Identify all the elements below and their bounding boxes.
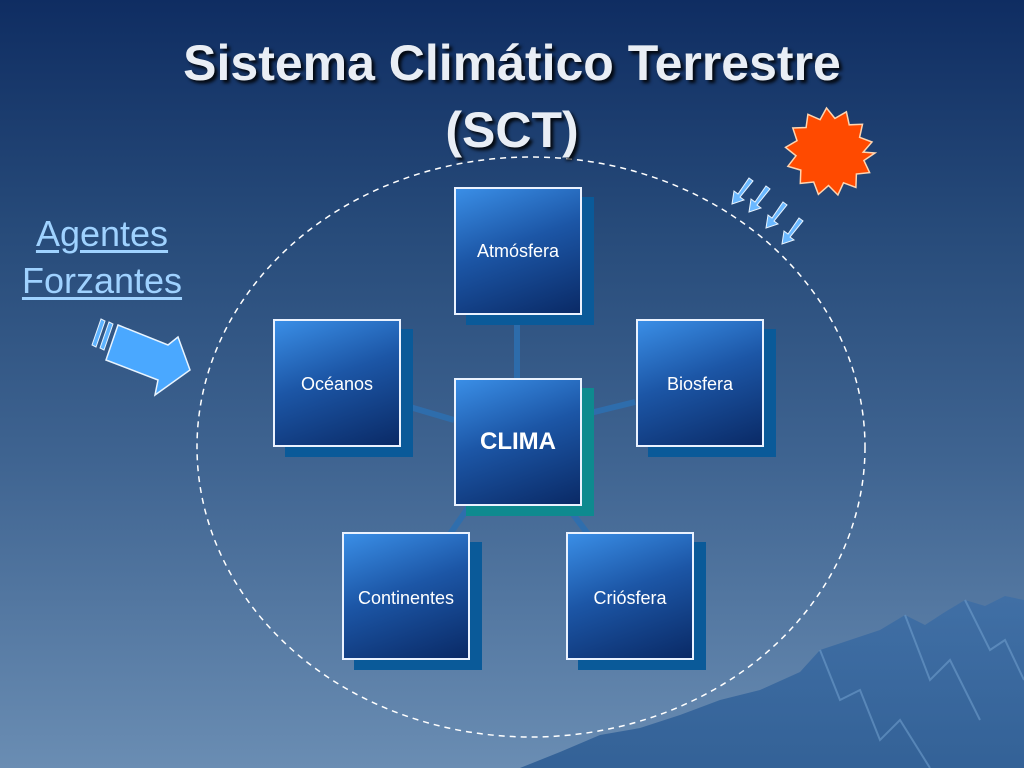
page-title-line-2: (SCT) [445, 102, 579, 158]
node-biosfera-label: Biosfera [666, 374, 734, 394]
forcing-arrow [91, 318, 191, 397]
node-continentes-label: Continentes [357, 588, 455, 608]
mountain-ridge [819, 599, 1024, 768]
forcing-arrow-stripe-1 [91, 318, 106, 348]
node-oceanos-box: Océanos [273, 319, 401, 447]
node-atmosfera-label: Atmósfera [476, 241, 560, 261]
node-oceanos[interactable]: Océanos [273, 319, 413, 457]
forcing-arrow-icon [105, 324, 191, 397]
forcing-arrow-stripe-2 [99, 321, 114, 351]
node-clima-box: CLIMA [454, 378, 582, 506]
node-criosfera[interactable]: Criósfera [566, 532, 706, 670]
ray-arrow-2 [748, 185, 771, 213]
node-continentes-box: Continentes [342, 532, 470, 660]
agentes-forzantes-link-line-1[interactable]: Agentes [35, 213, 169, 254]
solar-rays [731, 177, 804, 245]
page-title-line-1: Sistema Climático Terrestre [183, 35, 841, 91]
node-biosfera-box: Biosfera [636, 319, 764, 447]
node-clima-label: CLIMA [480, 428, 556, 455]
sun-icon [784, 106, 878, 197]
system-boundary [196, 156, 866, 738]
node-criosfera-box: Criósfera [566, 532, 694, 660]
mountain-background [520, 596, 1024, 768]
node-continentes[interactable]: Continentes [342, 532, 482, 670]
node-oceanos-label: Océanos [300, 374, 374, 394]
node-atmosfera-box: Atmósfera [454, 187, 582, 315]
ray-arrow-3 [765, 201, 788, 229]
agentes-forzantes-link-line-2[interactable]: Forzantes [21, 260, 183, 301]
node-clima[interactable]: CLIMA [454, 378, 594, 516]
ray-arrow-1 [731, 177, 754, 205]
node-atmosfera[interactable]: Atmósfera [454, 187, 594, 325]
node-criosfera-label: Criósfera [593, 588, 667, 608]
node-biosfera[interactable]: Biosfera [636, 319, 776, 457]
ray-arrow-4 [781, 217, 804, 245]
